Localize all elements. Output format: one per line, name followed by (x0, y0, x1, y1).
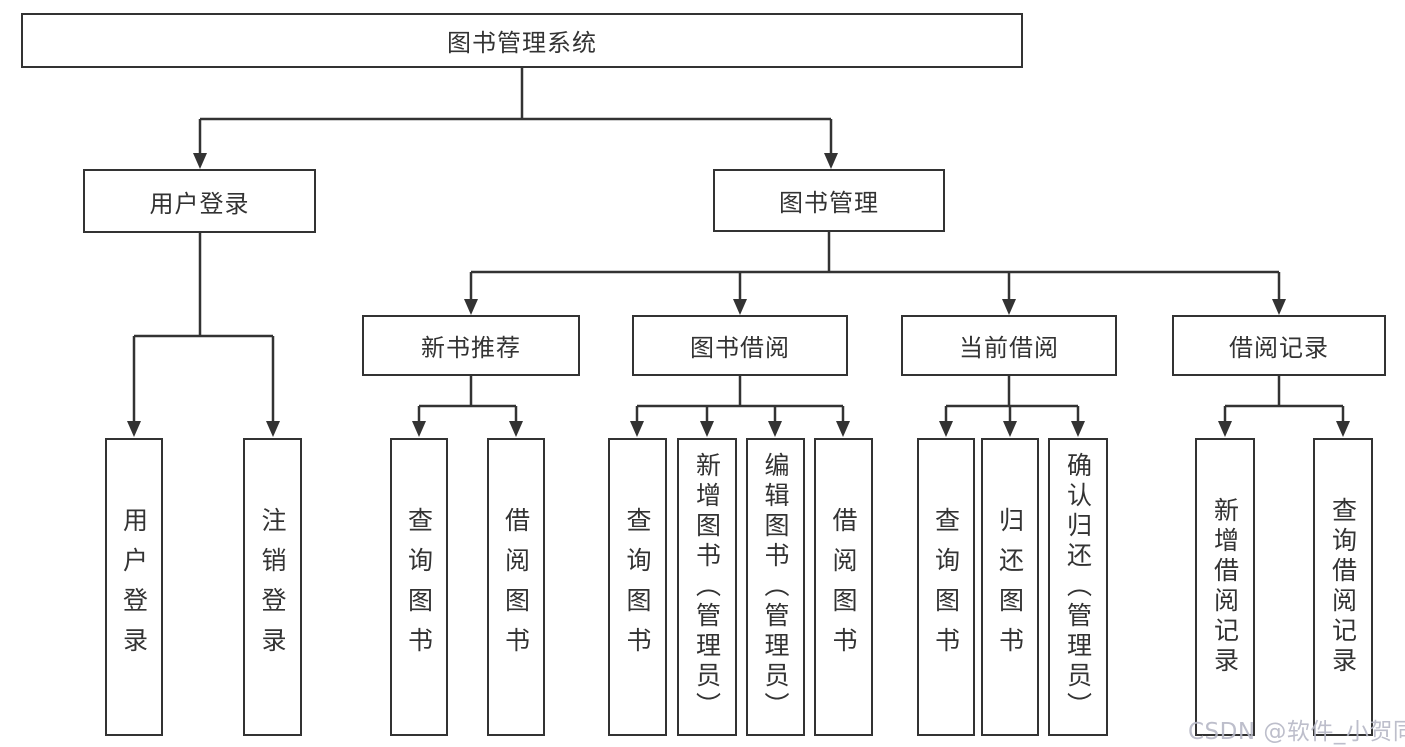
leaf-query-borrow-record: 查询借阅记录 (1313, 438, 1373, 736)
leaf-edit-book-admin-label: 编辑图书（管理员） (761, 452, 790, 722)
node-book-borrow-label: 图书借阅 (690, 334, 790, 362)
leaf-edit-book-admin: 编辑图书（管理员） (746, 438, 805, 736)
leaf-query-borrow-record-label: 查询借阅记录 (1328, 497, 1358, 677)
leaf-user-login-label: 用户登录 (119, 507, 149, 667)
leaf-query-books-current: 查询图书 (917, 438, 975, 736)
connector-root (198, 68, 833, 155)
leaf-query-books-recommend: 查询图书 (390, 438, 448, 736)
watermark-text: CSDN @软件_小贺同学 (1188, 719, 1405, 745)
connector-book-management (469, 232, 1281, 301)
leaf-borrow-books-recommend-label: 借阅图书 (501, 507, 531, 667)
connector-book-borrow (635, 376, 845, 423)
node-current-borrow-label: 当前借阅 (959, 334, 1059, 362)
leaf-query-books-borrow: 查询图书 (608, 438, 667, 736)
leaf-return-book-label: 归还图书 (995, 507, 1025, 667)
leaf-return-book: 归还图书 (981, 438, 1039, 736)
leaf-logout-label: 注销登录 (258, 507, 287, 667)
leaf-add-borrow-record: 新增借阅记录 (1195, 438, 1255, 736)
node-root: 图书管理系统 (21, 13, 1023, 68)
leaf-confirm-return-admin: 确认归还（管理员） (1048, 438, 1108, 736)
node-user-login-label: 用户登录 (149, 189, 250, 218)
node-root-label: 图书管理系统 (447, 29, 597, 57)
connector-user-login (132, 233, 275, 423)
connector-borrow-records (1223, 376, 1345, 423)
leaf-user-login: 用户登录 (105, 438, 163, 736)
node-book-borrow: 图书借阅 (632, 315, 848, 376)
leaf-add-book-admin-label: 新增图书（管理员） (692, 452, 722, 722)
leaf-query-books-recommend-label: 查询图书 (404, 507, 434, 667)
connector-new-book-recommend (417, 376, 518, 423)
leaf-confirm-return-admin-label: 确认归还（管理员） (1063, 452, 1093, 722)
node-user-login: 用户登录 (83, 169, 316, 233)
leaf-query-books-borrow-label: 查询图书 (623, 507, 652, 667)
node-borrow-records-label: 借阅记录 (1229, 334, 1329, 362)
node-current-borrow: 当前借阅 (901, 315, 1117, 376)
leaf-query-books-current-label: 查询图书 (931, 507, 961, 667)
node-book-management: 图书管理 (713, 169, 945, 232)
node-book-management-label: 图书管理 (779, 189, 879, 217)
arrowheads (127, 153, 1350, 437)
node-borrow-records: 借阅记录 (1172, 315, 1386, 376)
leaf-borrow-books-borrow-label: 借阅图书 (829, 507, 858, 667)
leaf-logout: 注销登录 (243, 438, 302, 736)
node-new-book-recommend: 新书推荐 (362, 315, 580, 376)
leaf-add-book-admin: 新增图书（管理员） (677, 438, 737, 736)
leaf-add-borrow-record-label: 新增借阅记录 (1210, 497, 1240, 677)
connector-current-borrow (944, 376, 1080, 423)
node-new-book-recommend-label: 新书推荐 (421, 334, 521, 362)
leaf-borrow-books-borrow: 借阅图书 (814, 438, 873, 736)
leaf-borrow-books-recommend: 借阅图书 (487, 438, 545, 736)
